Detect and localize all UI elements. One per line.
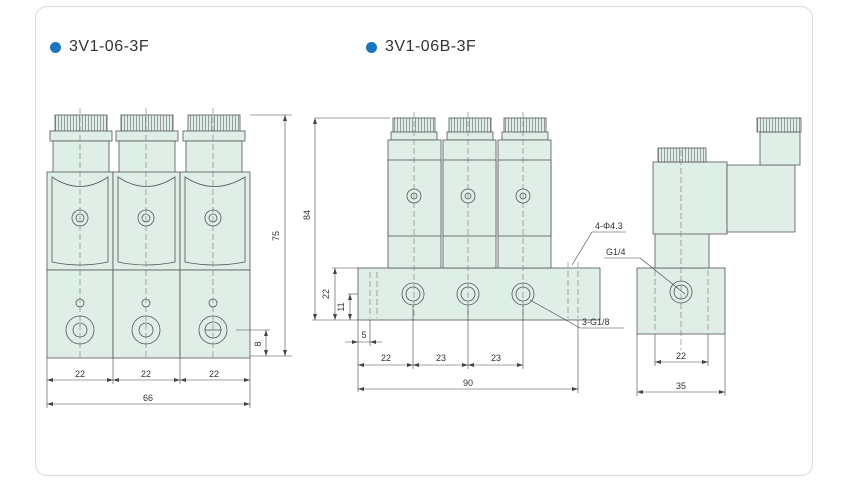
dim-left-height: 75 xyxy=(271,231,281,241)
dim-middle-base: 22 xyxy=(321,289,331,299)
title-right-text: 3V1-06B-3F xyxy=(385,38,477,55)
dim-middle-p1: 22 xyxy=(381,353,391,363)
title-3v1-06-3f: 3V1-06-3F xyxy=(50,38,149,56)
dim-left-port: 8 xyxy=(253,341,263,346)
dim-middle-edge: 5 xyxy=(361,330,366,340)
valve-front-view-left xyxy=(46,114,251,359)
dim-middle-p2: 23 xyxy=(436,353,446,363)
dim-middle-total: 90 xyxy=(463,378,473,388)
dim-left-w1: 22 xyxy=(75,369,85,379)
dim-left-w3: 22 xyxy=(209,369,219,379)
dim-middle-hole: 4-Φ4.3 xyxy=(595,221,623,231)
valve-side-view xyxy=(636,117,802,335)
dim-side-total: 35 xyxy=(676,381,686,391)
bullet-dot-icon xyxy=(366,41,377,53)
dim-middle-height: 84 xyxy=(302,210,312,220)
dim-middle-ports: 3-G1/8 xyxy=(582,317,610,327)
bullet-dot-icon xyxy=(50,41,61,53)
dim-middle-p3: 23 xyxy=(491,353,501,363)
dim-left-w2: 22 xyxy=(141,369,151,379)
valve-manifold-view xyxy=(357,117,601,321)
dim-side-thread: G1/4 xyxy=(606,247,626,257)
dim-left-total: 66 xyxy=(143,393,153,403)
title-left-text: 3V1-06-3F xyxy=(69,38,150,55)
dim-side-inner: 22 xyxy=(676,351,686,361)
title-3v1-06b-3f: 3V1-06B-3F xyxy=(366,38,476,56)
dim-middle-mid: 11 xyxy=(336,302,346,311)
